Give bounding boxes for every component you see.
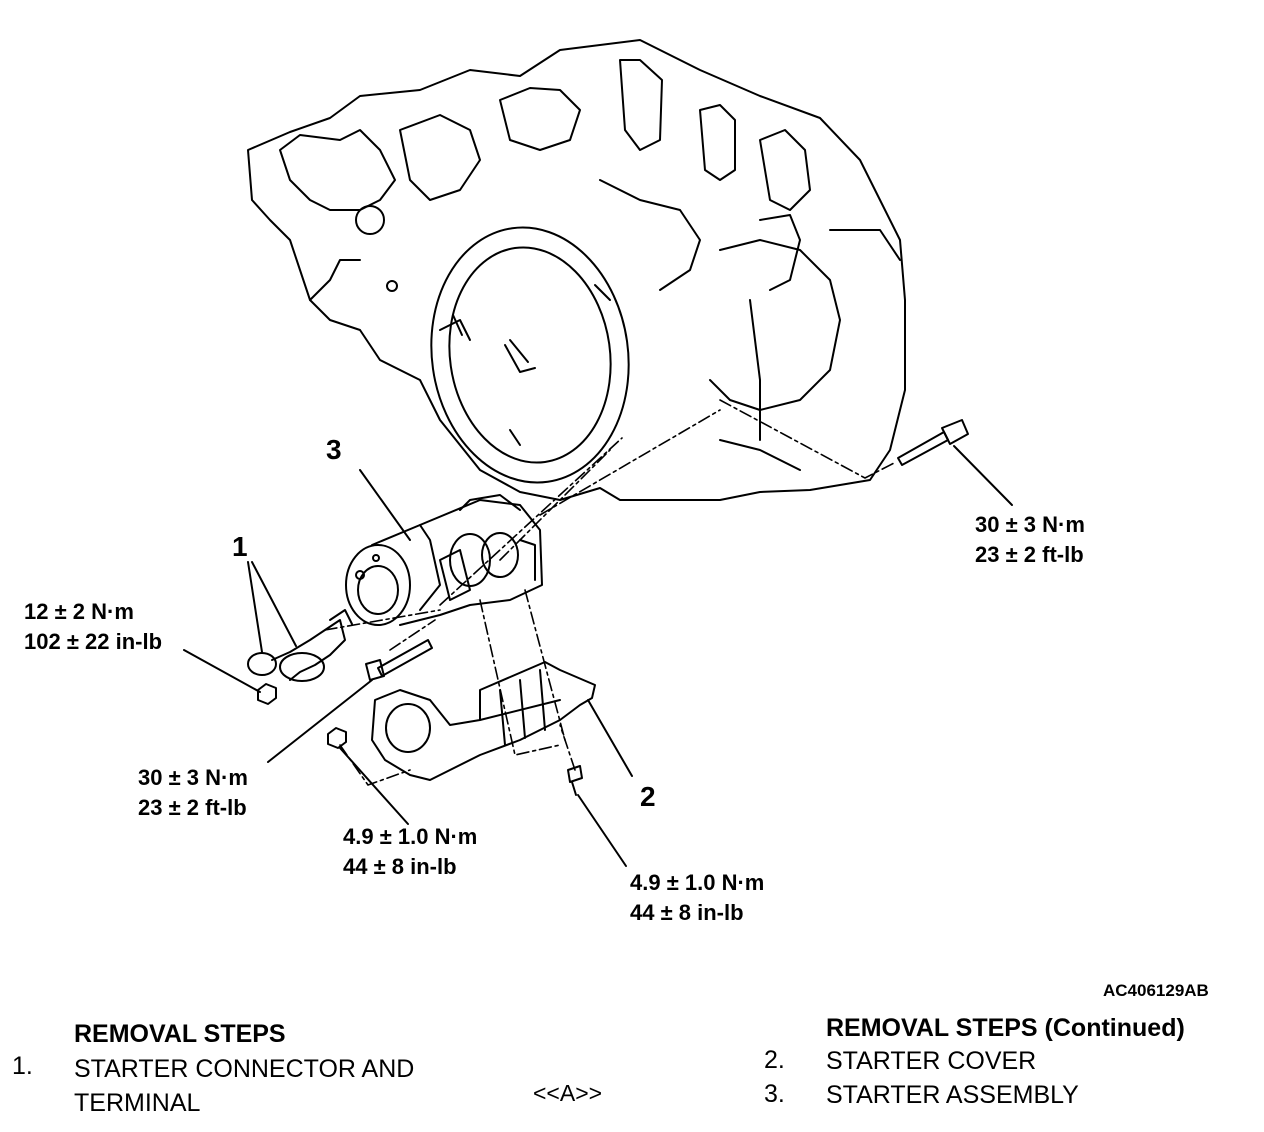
torque-metric: 30 ± 3 N·m bbox=[975, 512, 1085, 537]
upper-mounting-bolt bbox=[897, 419, 969, 466]
torque-label-terminal-nut: 12 ± 2 N·m 102 ± 22 in-lb bbox=[24, 597, 162, 657]
torque-imperial: 44 ± 8 in-lb bbox=[343, 854, 457, 879]
torque-imperial: 44 ± 8 in-lb bbox=[630, 900, 744, 925]
step-number: 2. bbox=[764, 1046, 785, 1074]
alignment-lines bbox=[324, 399, 897, 786]
callout-1: 1 bbox=[232, 531, 248, 562]
step-text: STARTER CONNECTOR AND TERMINAL bbox=[74, 1052, 414, 1120]
callout-2: 2 bbox=[640, 781, 656, 812]
torque-metric: 30 ± 3 N·m bbox=[138, 765, 248, 790]
torque-metric: 4.9 ± 1.0 N·m bbox=[343, 824, 478, 849]
removal-step-2: 2. STARTER COVER bbox=[764, 1046, 1224, 1080]
removal-step-3: 3. STARTER ASSEMBLY bbox=[764, 1080, 1224, 1114]
starter-assembly bbox=[345, 494, 543, 626]
cover-nut bbox=[327, 727, 347, 749]
procedure-note: <<A>> bbox=[533, 1080, 603, 1106]
removal-steps-heading: REMOVAL STEPS bbox=[74, 1020, 286, 1048]
torque-imperial: 23 ± 2 ft-lb bbox=[138, 795, 247, 820]
step-text: STARTER COVER bbox=[826, 1047, 1037, 1075]
lower-mounting-bolt bbox=[365, 639, 433, 681]
step-number: 3. bbox=[764, 1080, 785, 1108]
torque-imperial: 23 ± 2 ft-lb bbox=[975, 542, 1084, 567]
step-text-line-2: TERMINAL bbox=[74, 1089, 201, 1117]
cover-bolt bbox=[567, 765, 583, 796]
figure-code: AC406129AB bbox=[1103, 981, 1209, 1000]
starter-connector-and-terminal bbox=[247, 609, 353, 682]
transaxle-housing bbox=[247, 39, 906, 501]
torque-label-upper-bolt: 30 ± 3 N·m 23 ± 2 ft-lb bbox=[975, 510, 1085, 570]
removal-step-1: 1. STARTER CONNECTOR AND TERMINAL bbox=[12, 1052, 472, 1122]
torque-metric: 4.9 ± 1.0 N·m bbox=[630, 870, 765, 895]
torque-imperial: 102 ± 22 in-lb bbox=[24, 629, 163, 654]
terminal-nut bbox=[257, 683, 277, 705]
callout-3: 3 bbox=[326, 434, 342, 465]
step-text: STARTER ASSEMBLY bbox=[826, 1081, 1079, 1109]
starter-cover bbox=[371, 661, 596, 781]
removal-steps-continued-heading: REMOVAL STEPS (Continued) bbox=[826, 1014, 1185, 1042]
torque-label-lower-bolt: 30 ± 3 N·m 23 ± 2 ft-lb bbox=[138, 763, 248, 823]
step-number: 1. bbox=[12, 1052, 33, 1080]
step-text-line-1: STARTER CONNECTOR AND bbox=[74, 1055, 415, 1083]
torque-metric: 12 ± 2 N·m bbox=[24, 599, 134, 624]
torque-converter-opening bbox=[430, 226, 630, 484]
torque-label-cover-nut: 4.9 ± 1.0 N·m 44 ± 8 in-lb bbox=[343, 822, 477, 882]
leader-lines bbox=[183, 445, 1013, 867]
torque-label-cover-bolt: 4.9 ± 1.0 N·m 44 ± 8 in-lb bbox=[630, 868, 764, 928]
